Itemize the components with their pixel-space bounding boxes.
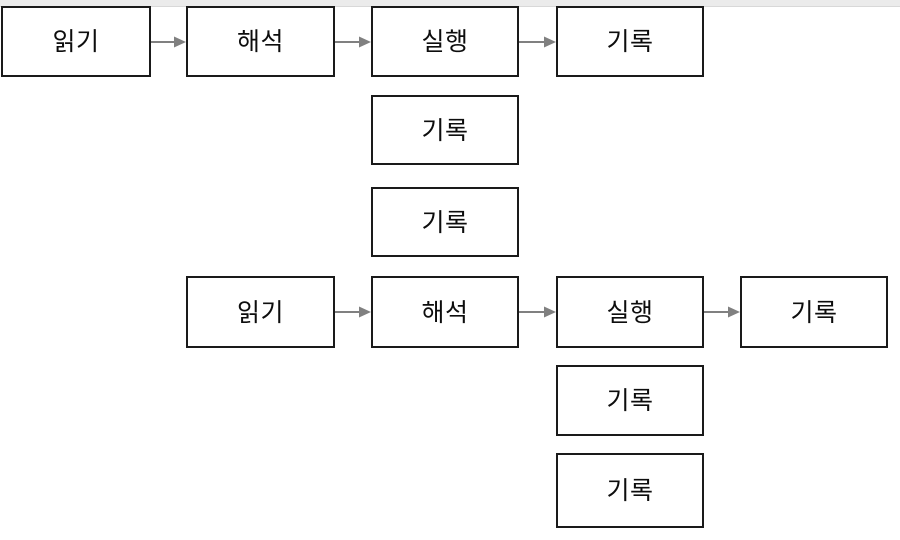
node-r1-execute[interactable]: 실행: [371, 6, 519, 77]
node-r1-parse[interactable]: 해석: [186, 6, 335, 77]
node-r2-execute[interactable]: 실행: [556, 276, 704, 348]
node-r1-record[interactable]: 기록: [556, 6, 704, 77]
node-label: 기록: [606, 27, 654, 56]
node-r1-read[interactable]: 읽기: [1, 6, 151, 77]
node-r2-record-3[interactable]: 기록: [556, 453, 704, 528]
node-label: 실행: [606, 297, 654, 327]
node-r2-record[interactable]: 기록: [740, 276, 888, 348]
node-label: 기록: [421, 115, 469, 145]
node-r2-record-2[interactable]: 기록: [556, 365, 704, 436]
node-label: 실행: [421, 27, 469, 56]
arrow-r1-read-to-parse: [151, 36, 186, 48]
node-label: 기록: [606, 476, 654, 505]
node-label: 해석: [421, 297, 469, 327]
node-r1-record-2[interactable]: 기록: [371, 95, 519, 165]
node-label: 읽기: [52, 27, 100, 56]
node-label: 읽기: [236, 297, 284, 327]
arrow-r2-parse-to-execute: [519, 306, 556, 318]
node-r1-record-3[interactable]: 기록: [371, 187, 519, 257]
arrow-r1-parse-to-execute: [335, 36, 371, 48]
node-r2-parse[interactable]: 해석: [371, 276, 519, 348]
node-label: 기록: [421, 207, 469, 237]
node-label: 기록: [606, 386, 654, 415]
arrow-r2-execute-to-record: [704, 306, 740, 318]
arrow-r1-execute-to-record: [519, 36, 556, 48]
node-label: 해석: [236, 27, 284, 56]
arrow-r2-read-to-parse: [335, 306, 371, 318]
node-r2-read[interactable]: 읽기: [186, 276, 335, 348]
node-label: 기록: [790, 297, 838, 327]
top-strip: [0, 0, 900, 6]
